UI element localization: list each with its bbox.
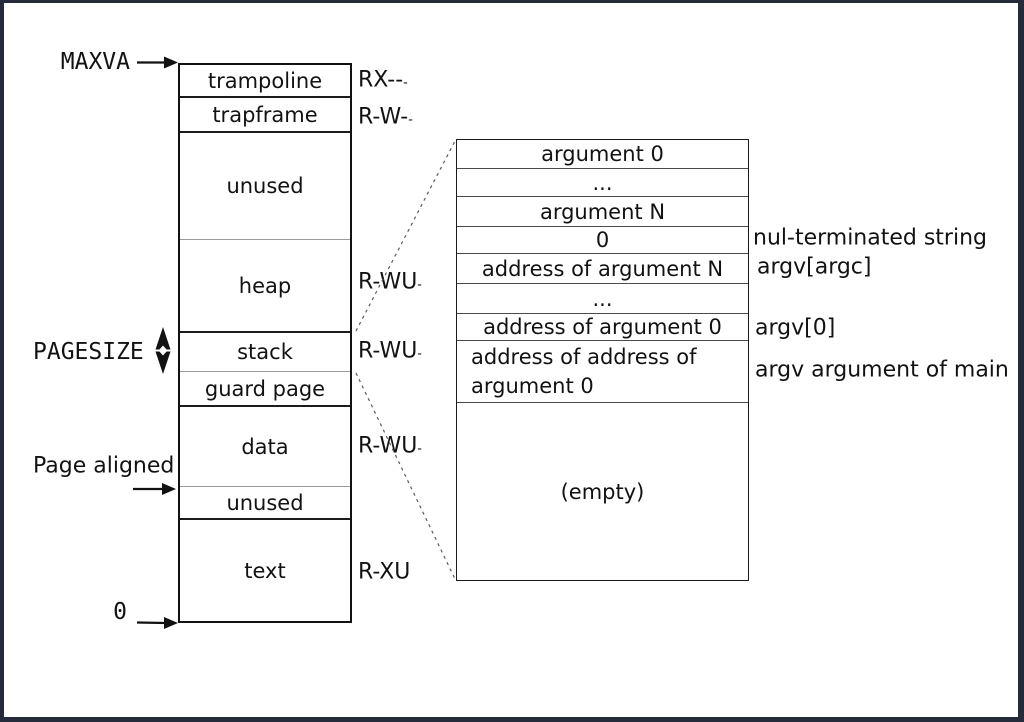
address-space-box: trampoline trapframe unused heap stack g… xyxy=(178,63,352,623)
memory-region-trapframe: trapframe xyxy=(180,98,350,133)
perm-suffix: - xyxy=(408,112,413,128)
stack-row-label: address of address of argument 0 xyxy=(471,345,697,398)
stack-row-ellipsis-1: ... xyxy=(457,169,748,197)
stack-row-argument-n: argument N xyxy=(457,197,748,227)
perm-label-data: R-WU- xyxy=(358,434,422,459)
note-argv-argument-of-main: argv argument of main xyxy=(755,357,1009,383)
zoom-dashed-line-bottom xyxy=(355,372,456,580)
page-aligned-arrow-icon xyxy=(133,483,176,495)
memory-region-text: text xyxy=(180,520,350,621)
note-argv-argc: argv[argc] xyxy=(757,254,872,280)
stack-row-address-of-argument-0: address of argument 0 xyxy=(457,314,748,341)
memory-region-guard-page: guard page xyxy=(180,372,350,407)
stack-row-label: address of argument N xyxy=(481,256,724,281)
stack-row-label: argument N xyxy=(539,199,666,224)
page-aligned-label: Page aligned xyxy=(33,453,175,479)
region-label: unused xyxy=(226,174,304,198)
stack-row-label: (empty) xyxy=(560,479,645,504)
stack-detail-box: argument 0 ... argument N 0 address of a… xyxy=(456,139,749,581)
region-label: text xyxy=(244,558,286,583)
memory-region-heap: heap xyxy=(180,240,350,333)
stack-row-empty: (empty) xyxy=(457,403,748,580)
memory-region-trampoline: trampoline xyxy=(180,65,350,98)
region-label: trapframe xyxy=(212,102,318,127)
stack-row-argument-0: argument 0 xyxy=(457,140,748,169)
perm-label-trampoline: RX--- xyxy=(358,68,408,93)
stack-row-label: address of argument 0 xyxy=(483,315,722,339)
maxva-label: MAXVA xyxy=(60,49,130,75)
perm-suffix: - xyxy=(417,441,422,457)
pagesize-double-arrow-icon xyxy=(155,327,171,374)
zero-arrow-icon xyxy=(136,617,178,629)
region-label: data xyxy=(241,434,289,459)
note-argv-0: argv[0] xyxy=(755,315,836,341)
stack-row-zero: 0 xyxy=(457,227,748,254)
memory-region-data: data xyxy=(180,407,350,487)
region-label: heap xyxy=(238,273,292,298)
stack-row-address-of-argument-n: address of argument N xyxy=(457,254,748,284)
stack-row-label: ... xyxy=(592,286,613,311)
note-nul-terminated-string: nul-terminated string xyxy=(753,225,987,251)
stack-row-address-of-address: address of address of argument 0 xyxy=(457,341,748,403)
zero-address-label: 0 xyxy=(113,599,127,625)
perm-label-stack: R-WU- xyxy=(358,339,422,364)
perm-text: R-W- xyxy=(358,104,409,130)
memory-region-unused-lower: unused xyxy=(180,487,350,520)
memory-region-unused-upper: unused xyxy=(180,133,350,240)
perm-suffix: - xyxy=(417,277,422,293)
stack-row-label: argument 0 xyxy=(541,142,664,166)
region-label: trampoline xyxy=(207,68,323,93)
region-label: stack xyxy=(237,340,293,364)
perm-text: R-XU xyxy=(358,559,411,585)
perm-text: R-WU xyxy=(358,338,418,364)
perm-suffix: - xyxy=(417,346,422,362)
region-label: unused xyxy=(226,490,304,515)
stack-row-label: 0 xyxy=(595,228,610,252)
maxva-arrow-icon xyxy=(137,56,178,69)
perm-text: RX-- xyxy=(358,67,404,93)
stack-row-ellipsis-2: ... xyxy=(457,284,748,314)
pagesize-label: PAGESIZE xyxy=(33,339,144,365)
region-label: guard page xyxy=(204,376,326,401)
perm-label-trapframe: R-W-- xyxy=(358,105,413,130)
memory-region-stack: stack xyxy=(180,333,350,372)
stack-row-label: ... xyxy=(592,170,613,195)
perm-label-text: R-XU xyxy=(358,560,410,585)
zoom-dashed-line-top xyxy=(355,140,456,332)
perm-label-heap: R-WU- xyxy=(358,270,422,295)
perm-text: R-WU xyxy=(358,269,418,295)
perm-suffix: - xyxy=(403,75,408,91)
